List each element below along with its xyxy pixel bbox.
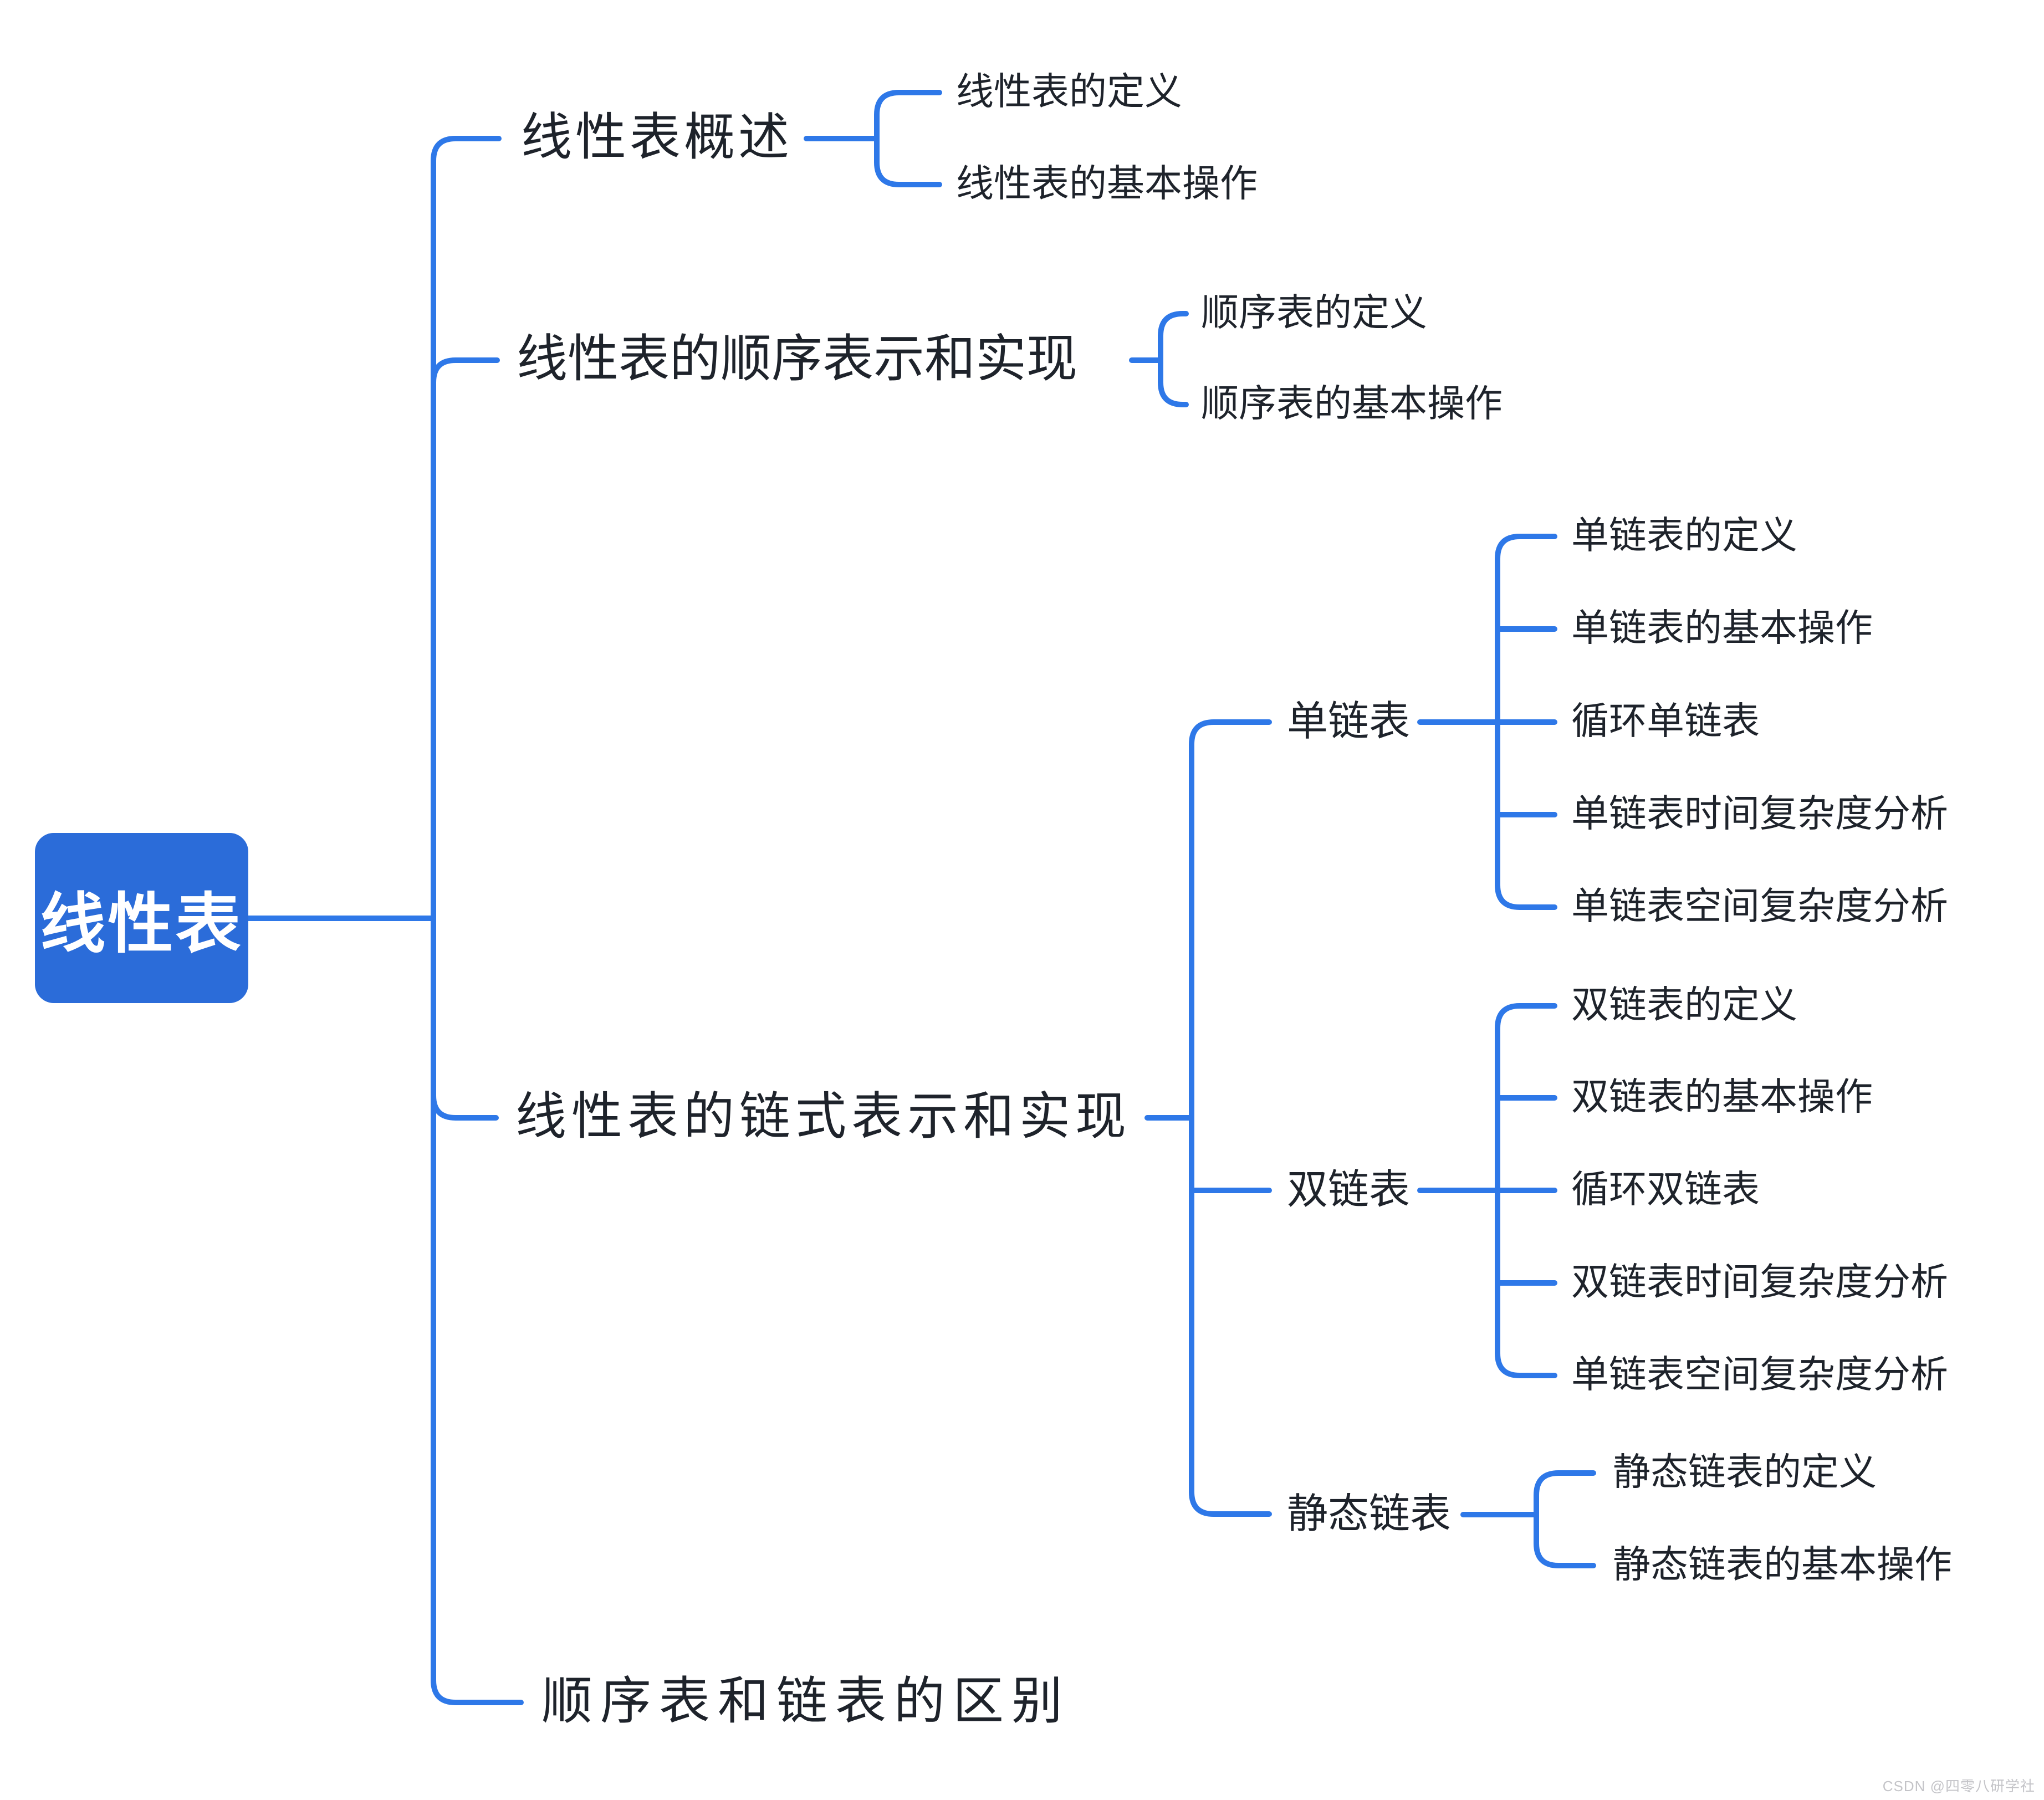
connector-b2-trunk	[1189, 719, 1272, 1517]
node-circular-singly-list: 循环单链表	[1571, 700, 1760, 743]
connector-b0-bracket	[874, 90, 942, 187]
node-doubly-definition: 双链表的定义	[1571, 984, 1798, 1026]
node-static-basic-ops: 静态链表的基本操作	[1613, 1543, 1953, 1586]
node-seqlist-definition: 顺序表的定义	[1201, 292, 1428, 334]
node-doubly-time-complexity: 双链表时间复杂度分析	[1571, 1261, 1949, 1303]
node-doubly-space-complexity: 单链表空间复杂度分析	[1571, 1353, 1949, 1396]
node-singly-linked-list: 单链表	[1287, 698, 1410, 744]
connector-branch-1	[431, 357, 500, 385]
connector-trunk-lower	[431, 916, 524, 1705]
node-static-linked-list: 静态链表	[1287, 1490, 1451, 1537]
node-linear-list-overview: 线性表概述	[521, 109, 793, 166]
root-label: 线性表	[40, 888, 243, 961]
node-singly-space-complexity: 单链表空间复杂度分析	[1571, 885, 1949, 928]
node-singly-basic-ops: 单链表的基本操作	[1571, 607, 1873, 650]
watermark-text: CSDN @四零八研学社	[1882, 1778, 2035, 1794]
node-doubly-linked-list: 双链表	[1287, 1166, 1410, 1213]
connector-static-bracket	[1534, 1470, 1596, 1568]
node-static-definition: 静态链表的定义	[1613, 1451, 1877, 1494]
node-root: 线性表	[35, 833, 248, 1003]
node-linked-representation: 线性表的链式表示和实现	[515, 1088, 1132, 1146]
node-sequential-representation: 线性表的顺序表示和实现	[517, 331, 1078, 388]
node-seqlist-basic-ops: 顺序表的基本操作	[1201, 382, 1503, 425]
node-overview-definition: 线性表的定义	[956, 70, 1183, 113]
node-singly-definition: 单链表的定义	[1571, 514, 1798, 557]
node-singly-time-complexity: 单链表时间复杂度分析	[1571, 792, 1949, 835]
connector-trunk-upper	[431, 136, 502, 921]
node-seq-vs-linked-difference: 顺序表和链表的区别	[541, 1673, 1071, 1730]
connector-branch-2	[431, 1093, 499, 1121]
connector-b1-bracket	[1158, 311, 1189, 407]
node-overview-basic-ops: 线性表的基本操作	[956, 162, 1258, 205]
node-circular-doubly-list: 循环双链表	[1571, 1168, 1760, 1211]
node-doubly-basic-ops: 双链表的基本操作	[1571, 1076, 1873, 1118]
